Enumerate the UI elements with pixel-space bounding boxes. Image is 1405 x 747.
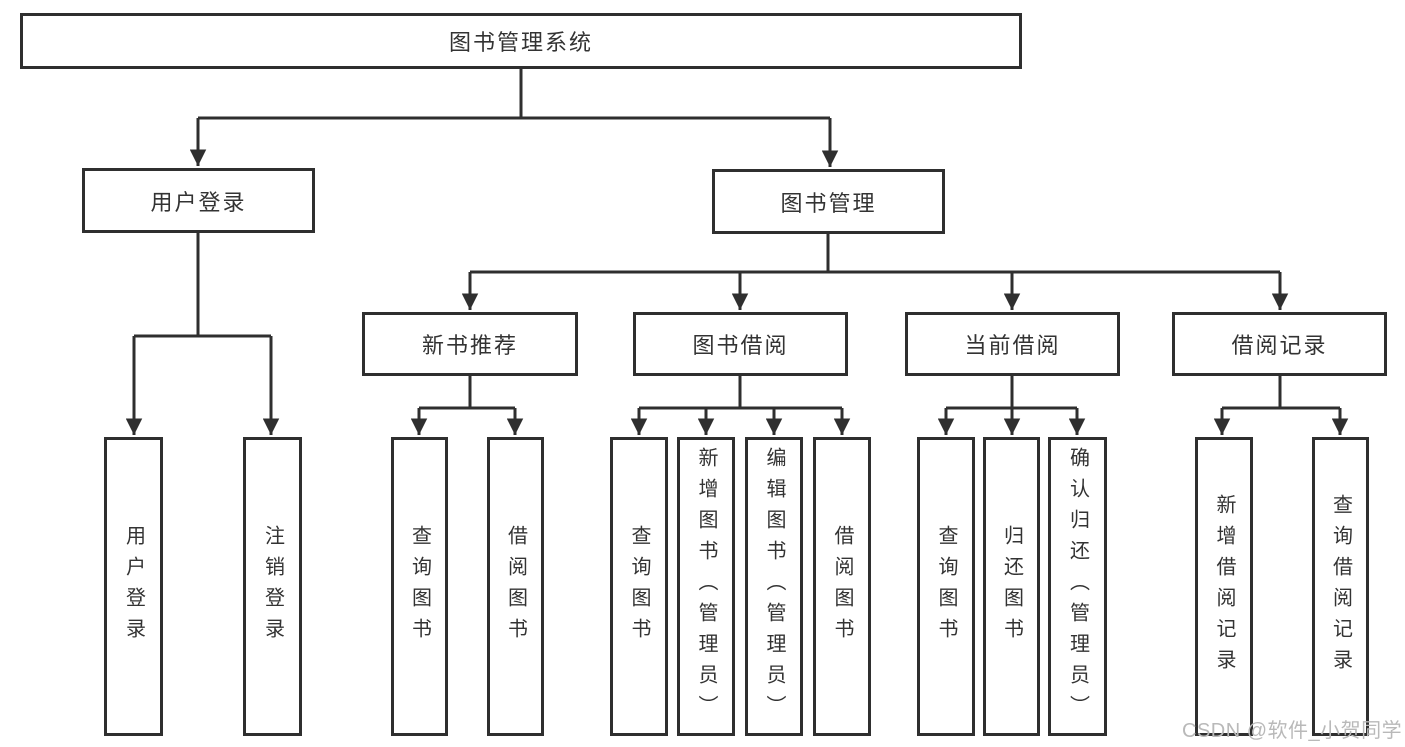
connector-current-borrow-to-leaves [937,376,1086,435]
node-label: 借阅图书 [504,524,527,649]
node-leaf-bb-add-books-admin: 新增图书（管理员） [677,437,735,736]
node-current-borrow: 当前借阅 [905,312,1120,376]
connector-book-borrow-to-leaves [630,376,851,435]
node-label: 图书管理系统 [448,30,593,55]
node-book-mgmt-system: 图书管理系统 [20,13,1022,69]
node-label: 查询图书 [628,524,650,649]
connector-book-mgmt-to-level3 [461,234,1289,310]
node-leaf-nbr-query-books: 查询图书 [391,437,448,736]
node-label: 当前借阅 [964,333,1061,358]
node-label: 新书推荐 [421,333,518,358]
node-new-book-rec: 新书推荐 [362,312,578,376]
node-leaf-br-query-record: 查询借阅记录 [1312,437,1369,736]
node-label: 注销登录 [261,524,284,649]
node-book-mgmt: 图书管理 [712,169,945,234]
connector-root-to-level2 [189,69,839,167]
node-label: 编辑图书（管理员） [763,447,785,726]
node-book-borrow: 图书借阅 [633,312,848,376]
node-borrow-records: 借阅记录 [1172,312,1387,376]
node-label: 归还图书 [1000,524,1023,649]
node-leaf-nbr-borrow-books: 借阅图书 [487,437,544,736]
node-label: 确认归还（管理员） [1066,447,1089,726]
connector-user-login-to-leaves [125,233,280,435]
connector-borrow-records-to-leaves [1213,376,1349,435]
node-label: 新增借阅记录 [1213,493,1235,680]
node-label: 借阅图书 [831,524,853,649]
node-leaf-logout: 注销登录 [243,437,302,736]
node-leaf-bb-borrow-books: 借阅图书 [813,437,871,736]
node-label: 查询图书 [935,524,957,649]
node-leaf-bb-query-books: 查询图书 [610,437,668,736]
node-label: 用户登录 [122,524,145,649]
node-leaf-user-login: 用户登录 [104,437,163,736]
node-leaf-cb-return-books: 归还图书 [983,437,1040,736]
node-label: 用户登录 [150,189,247,215]
node-user-login: 用户登录 [82,168,315,233]
node-leaf-cb-confirm-return-admin: 确认归还（管理员） [1048,437,1107,736]
node-label: 图书管理 [780,190,877,216]
node-label: 借阅记录 [1231,333,1328,358]
node-label: 新增图书（管理员） [695,447,717,726]
node-leaf-cb-query-books: 查询图书 [917,437,975,736]
connector-new-book-rec-to-leaves [410,376,524,435]
watermark-text: CSDN @软件_小贺同学 [1182,720,1403,742]
node-label: 查询图书 [408,524,431,649]
node-leaf-bb-edit-books-admin: 编辑图书（管理员） [745,437,803,736]
node-label: 查询借阅记录 [1329,493,1352,680]
node-leaf-br-add-record: 新增借阅记录 [1195,437,1253,736]
node-label: 图书借阅 [692,333,789,358]
